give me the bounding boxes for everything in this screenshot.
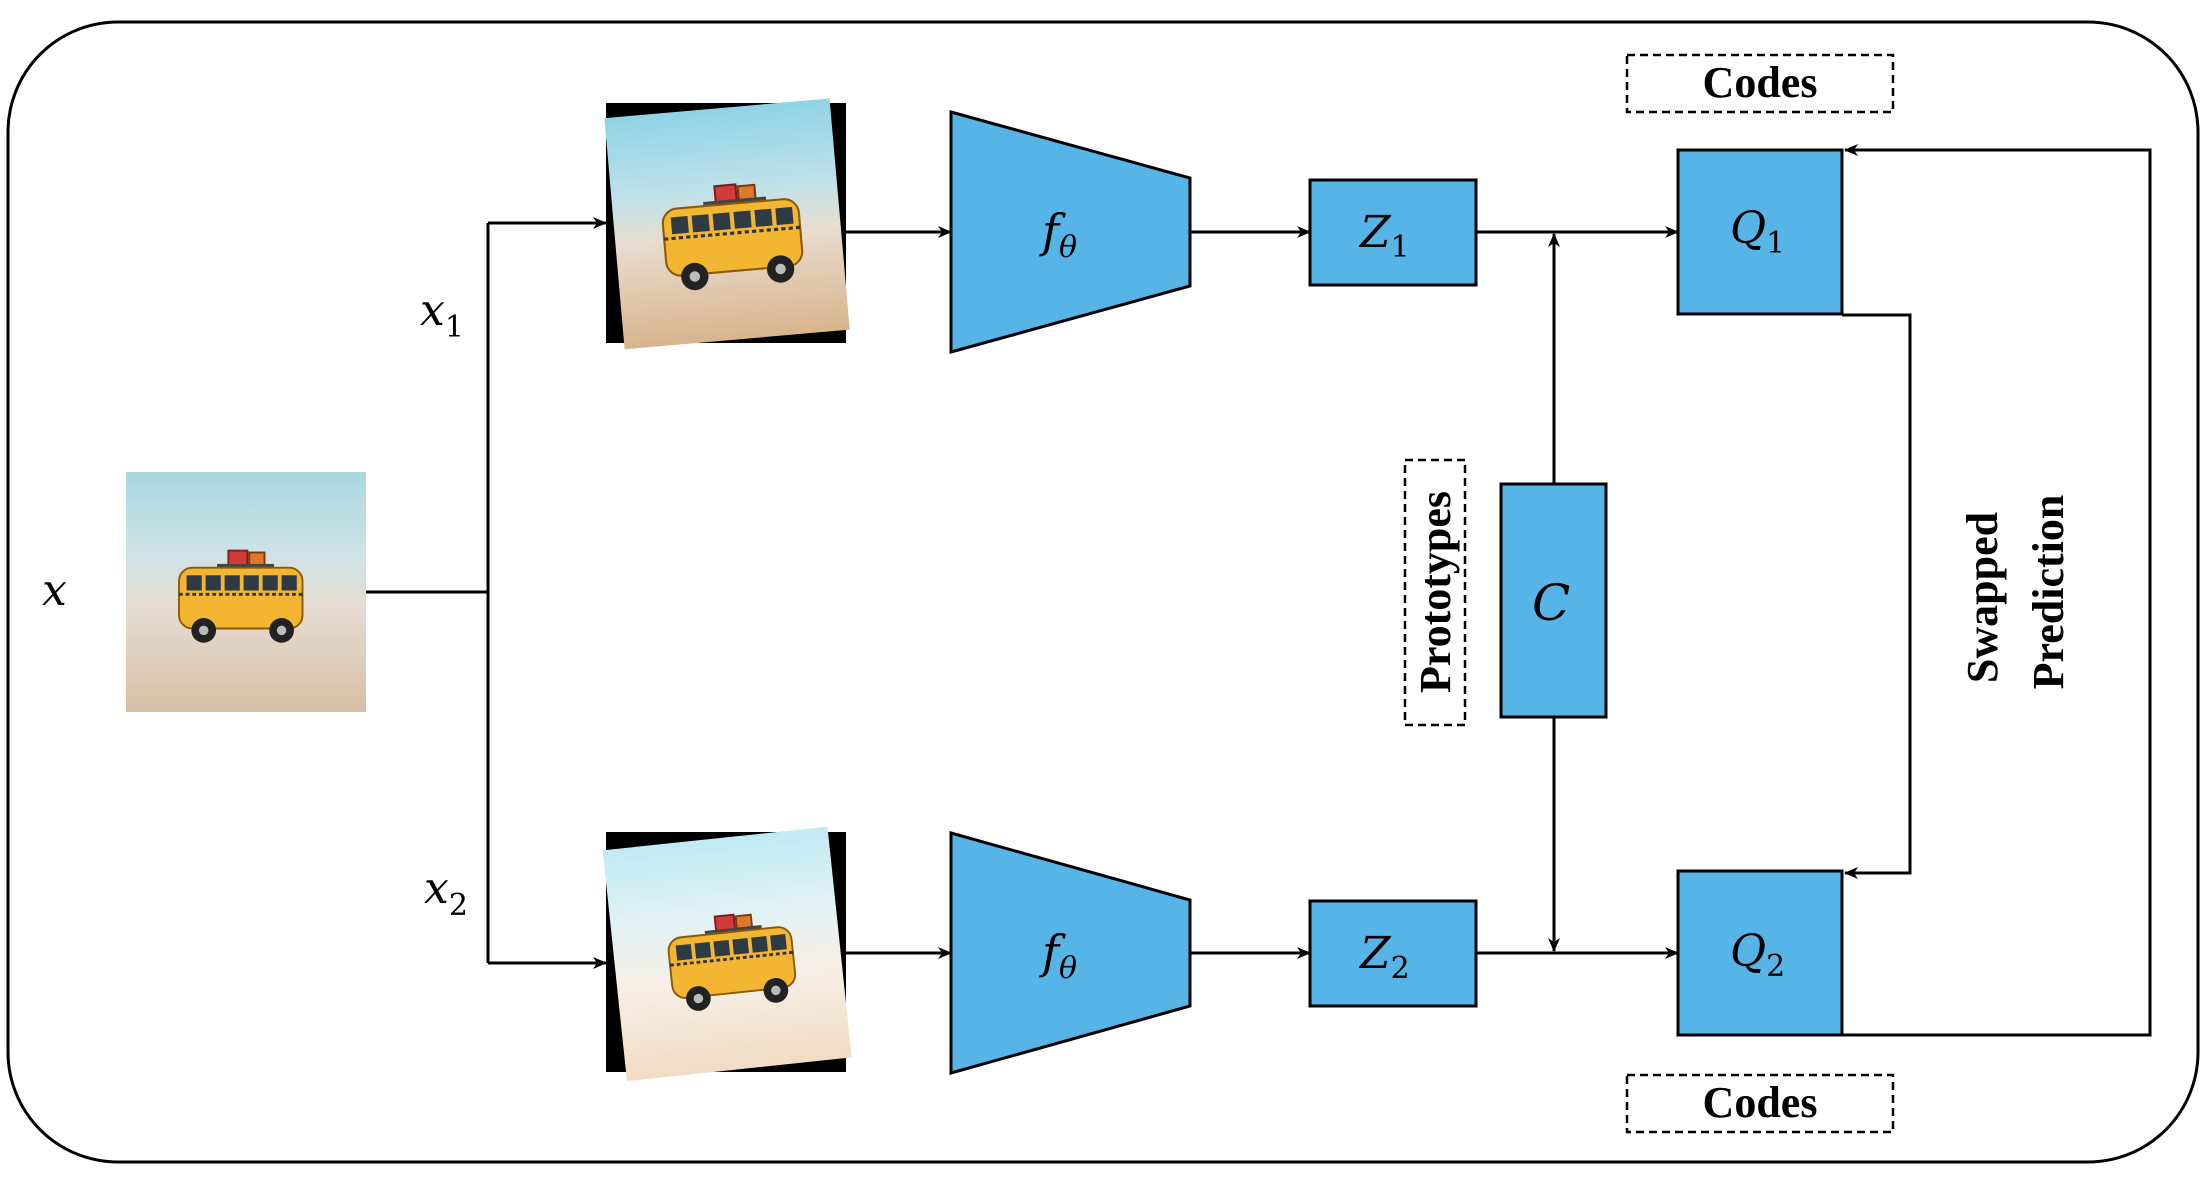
svg-text:fθ: fθ (1039, 925, 1077, 986)
x2-label: x2 (424, 863, 468, 923)
q1-block: Q1 (1676, 148, 1844, 316)
image-to-encoder-arrows (846, 226, 952, 959)
encoder-1: fθ (949, 110, 1192, 354)
original-image (126, 472, 366, 712)
encoder-to-z-arrows (1190, 226, 1311, 959)
q2-block: Q2 (1676, 869, 1844, 1037)
svg-text:Codes: Codes (1703, 58, 1818, 107)
z1-block: Z1 (1308, 178, 1478, 287)
svg-text:Codes: Codes (1703, 1078, 1818, 1127)
swapped-prediction-arrows (1842, 144, 2152, 1037)
svg-text:Q1: Q1 (1730, 203, 1785, 261)
codes-label-top: Codes (1625, 53, 1895, 114)
svg-text:Q2: Q2 (1730, 926, 1785, 984)
prototypes-label: Prototypes (1403, 458, 1467, 727)
swapped-prediction-label: Swapped Prediction (1958, 495, 2073, 690)
z2-block: Z2 (1308, 899, 1478, 1008)
svg-text:Prototypes: Prototypes (1411, 491, 1460, 693)
prototypes-block: C (1499, 482, 1608, 719)
svg-text:C: C (1532, 574, 1570, 632)
svg-text:Z1: Z1 (1358, 207, 1410, 265)
x1-label: x1 (420, 285, 464, 345)
z-to-q-arrows (1476, 226, 1679, 959)
augmented-view-1 (604, 98, 850, 350)
encoder-2: fθ (949, 831, 1192, 1075)
branch-lines (366, 217, 607, 969)
outer-frame (6, 20, 2200, 1164)
codes-label-bottom: Codes (1625, 1073, 1895, 1134)
x-label: x (42, 565, 67, 616)
svg-text:Z2: Z2 (1358, 928, 1410, 986)
svg-text:Swapped Prediction: Swapped Prediction (1958, 495, 2073, 690)
augmented-view-2 (602, 826, 852, 1082)
